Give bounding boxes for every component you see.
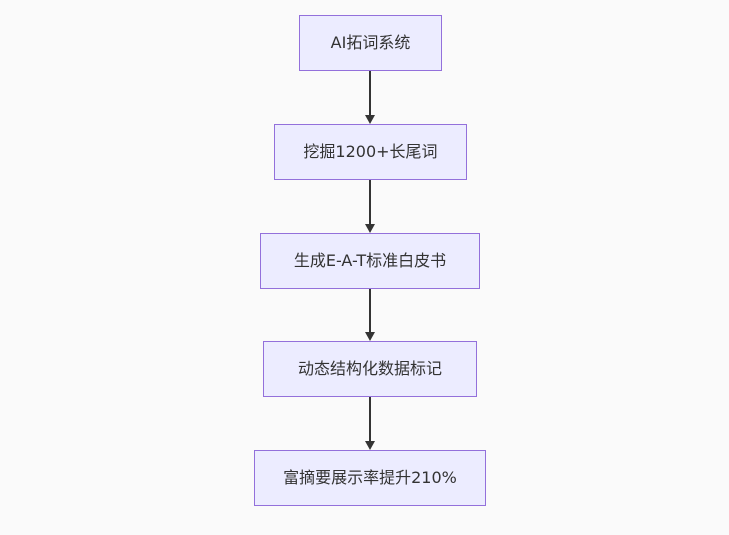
arrow-line xyxy=(369,397,371,441)
flow-node-ai-keyword-system: AI拓词系统 xyxy=(299,15,442,71)
flow-arrow-n3-n4 xyxy=(365,289,375,341)
flow-node-label: 动态结构化数据标记 xyxy=(297,359,442,379)
flow-node-eat-whitepaper: 生成E-A-T标准白皮书 xyxy=(260,233,480,289)
flow-node-label: 生成E-A-T标准白皮书 xyxy=(293,251,447,271)
flow-node-longtail-mining: 挖掘1200+长尾词 xyxy=(274,124,467,180)
flow-node-label: 挖掘1200+长尾词 xyxy=(303,142,438,162)
flow-node-structured-data: 动态结构化数据标记 xyxy=(263,341,477,397)
arrowhead-down-icon xyxy=(365,332,375,341)
flow-arrow-n2-n3 xyxy=(365,180,375,233)
arrow-line xyxy=(369,289,371,332)
arrowhead-down-icon xyxy=(365,115,375,124)
flow-node-rich-snippet-result: 富摘要展示率提升210% xyxy=(254,450,486,506)
flow-node-label: 富摘要展示率提升210% xyxy=(283,468,457,488)
flow-node-label: AI拓词系统 xyxy=(330,33,411,53)
flow-arrow-n1-n2 xyxy=(365,71,375,124)
arrowhead-down-icon xyxy=(365,441,375,450)
arrow-line xyxy=(369,71,371,115)
flow-arrow-n4-n5 xyxy=(365,397,375,450)
arrowhead-down-icon xyxy=(365,224,375,233)
arrow-line xyxy=(369,180,371,224)
